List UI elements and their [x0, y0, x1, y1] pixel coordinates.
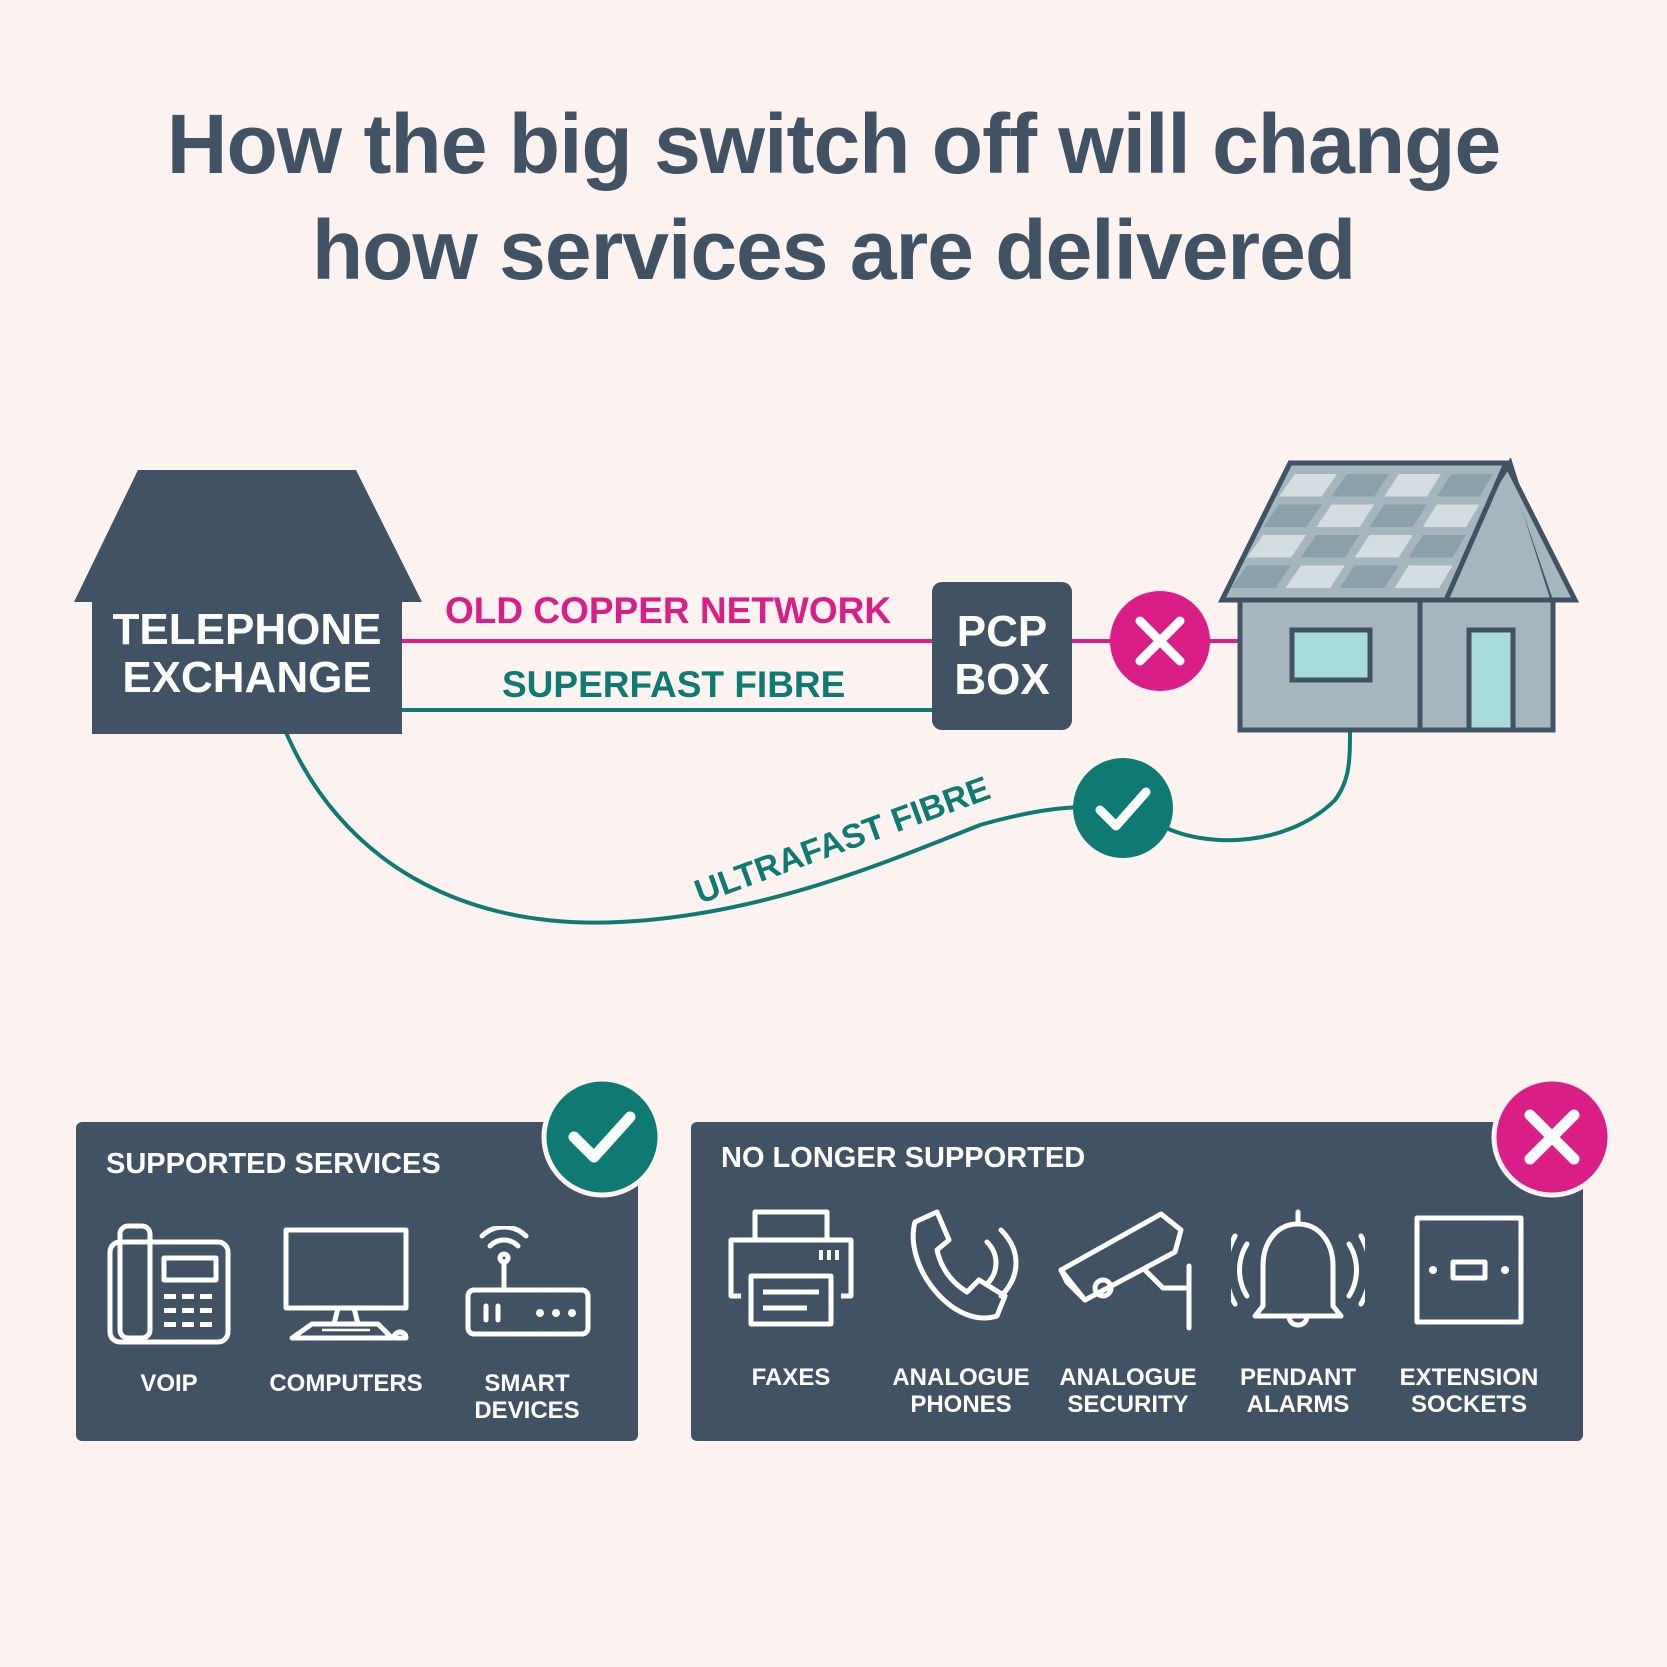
phone-key: [200, 1322, 212, 1327]
no-longer-supported-heading: NO LONGER SUPPORTED: [721, 1142, 1086, 1174]
desk-phone-icon: [107, 1223, 231, 1345]
solar-panel-cell: [1316, 504, 1375, 527]
copper-network-label: OLD COPPER NETWORK: [445, 590, 892, 631]
phone-key: [200, 1308, 212, 1313]
house-icon: [1217, 457, 1580, 733]
copper-blocked-cross-icon: [1110, 591, 1210, 691]
cctv-camera-icon: [1058, 1211, 1192, 1331]
solar-panel-cell: [1247, 535, 1307, 558]
pcp-label-line-2: BOX: [954, 655, 1050, 704]
solar-panel-cell: [1279, 474, 1337, 497]
phone-key: [182, 1322, 194, 1327]
solar-panel-cell: [1340, 565, 1399, 588]
ultrafast-fibre-label: ULTRAFAST FIBRE: [690, 769, 995, 911]
title-line-1: How the big switch off will change: [166, 97, 1501, 191]
title-line-2: how services are delivered: [311, 203, 1356, 297]
network-diagram: ULTRAFAST FIBRE: [74, 457, 1580, 925]
phone-key: [182, 1308, 194, 1313]
unsupported-item-label-pendant-alarms: PENDANT ALARMS: [1239, 1364, 1356, 1418]
supported-item-label-voip: VOIP: [140, 1370, 198, 1397]
solar-panel-cell: [1231, 565, 1291, 588]
solar-panel-cell: [1384, 474, 1441, 497]
solar-panel-cell: [1369, 504, 1427, 527]
supported-services-panel: SUPPORTED SERVICES VOIP COMPUTERS: [76, 1122, 638, 1441]
unsupported-item-label-extension-sockets: EXTENSION SOCKETS: [1399, 1364, 1539, 1418]
phone-key: [164, 1308, 176, 1313]
fax-icon: [728, 1209, 854, 1327]
handset-icon: [910, 1209, 1019, 1321]
exchange-label: TELEPHONE EXCHANGE: [92, 606, 402, 702]
ultrafast-check-icon: [1073, 758, 1173, 858]
bell-icon: [1231, 1209, 1365, 1328]
solar-panel-cell: [1436, 474, 1493, 497]
solar-panel-cell: [1285, 565, 1345, 588]
phone-key: [200, 1294, 212, 1299]
solar-panel-cell: [1300, 535, 1360, 558]
pcp-box-label: PCP BOX: [932, 608, 1072, 704]
supported-item-label-computers: COMPUTERS: [269, 1370, 423, 1397]
phone-key: [182, 1294, 194, 1299]
solar-panel-cell: [1422, 504, 1480, 527]
superfast-fibre-label: SUPERFAST FIBRE: [502, 664, 846, 705]
solar-panel-cell: [1331, 474, 1389, 497]
supported-check-icon: [541, 1076, 663, 1198]
ultrafast-fibre-line-house: [1161, 727, 1352, 843]
unsupported-item-label-analogue-security: ANALOGUE SECURITY: [1059, 1364, 1197, 1418]
phone-key: [164, 1322, 176, 1327]
router-icon: [465, 1226, 591, 1337]
solar-panel-cell: [1408, 535, 1466, 558]
socket-icon: [1414, 1215, 1524, 1325]
solar-panel-cell: [1354, 535, 1413, 558]
unsupported-cross-icon: [1491, 1076, 1613, 1198]
no-longer-supported-panel: NO LONGER SUPPORTED FAXES ANALOGUE PHONE…: [691, 1122, 1583, 1441]
exchange-label-line-2: EXCHANGE: [122, 653, 372, 702]
supported-services-heading: SUPPORTED SERVICES: [106, 1148, 441, 1180]
exchange-label-line-1: TELEPHONE: [112, 605, 382, 654]
supported-item-label-smart-devices: SMART DEVICES: [474, 1370, 580, 1424]
computer-icon: [283, 1227, 409, 1341]
ultrafast-fibre-line: [283, 729, 1125, 925]
pcp-label-line-1: PCP: [956, 607, 1048, 656]
unsupported-item-label-faxes: FAXES: [751, 1364, 831, 1391]
unsupported-item-label-analogue-phones: ANALOGUE PHONES: [892, 1364, 1030, 1418]
phone-key: [164, 1294, 176, 1299]
solar-panel-cell: [1263, 504, 1322, 527]
pcp-box: [932, 582, 1072, 730]
solar-panel-cell: [1394, 565, 1453, 588]
telephone-exchange-building: [74, 470, 422, 734]
